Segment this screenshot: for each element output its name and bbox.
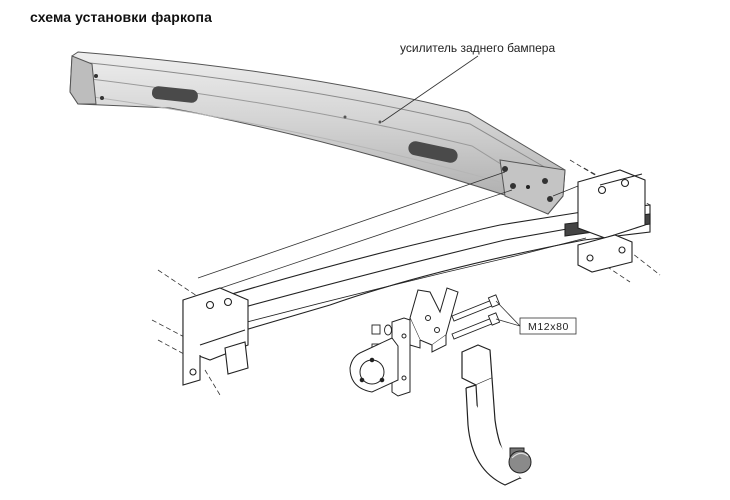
bolt-spec-label: M12x80 <box>528 321 569 333</box>
diagram-title: схема установки фаркопа <box>30 9 212 25</box>
bolt-spec-box <box>519 317 577 335</box>
right-mounting-bracket <box>577 169 646 273</box>
bumper-reinforcement <box>69 51 566 215</box>
tow-ball-neck <box>461 344 522 486</box>
socket-plate <box>349 317 411 397</box>
reinforcement-leader-line <box>381 55 479 123</box>
center-receiver-bracket <box>409 287 459 353</box>
reinforcement-label: усилитель заднего бампера <box>400 41 555 55</box>
bolt-leader-line-1 <box>495 300 521 327</box>
tow-ball <box>508 447 532 474</box>
bolt-leader-line-2 <box>495 318 521 327</box>
left-mounting-bracket <box>182 287 249 386</box>
